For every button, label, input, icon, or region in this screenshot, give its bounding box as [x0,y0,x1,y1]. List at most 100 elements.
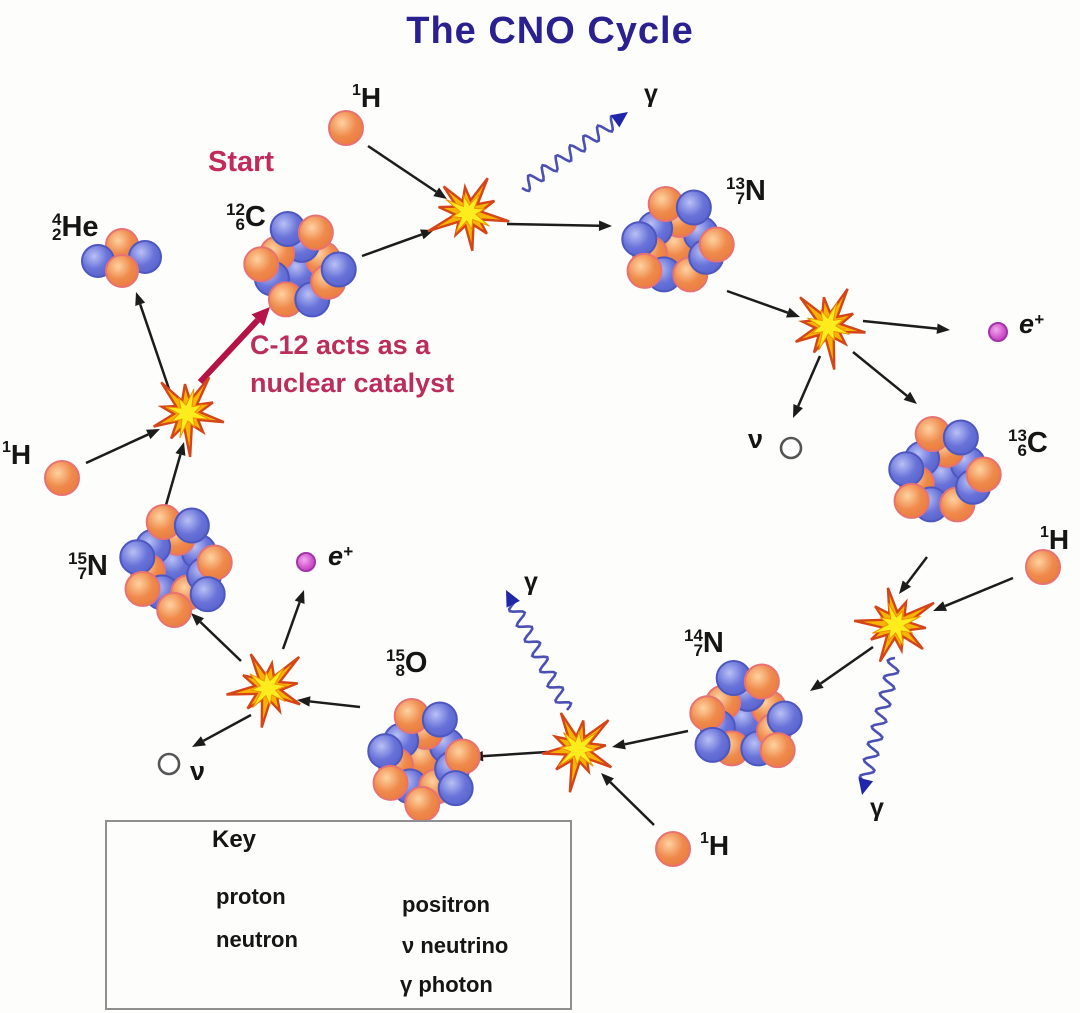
neutron-particle [621,221,658,258]
positron-particle [988,322,1008,342]
reaction-arrow-head [175,442,186,456]
reaction-arrow [624,729,689,746]
proton-particle [626,252,663,289]
reaction-arrow [202,713,252,742]
reaction-arrow [199,621,242,662]
reaction-arrow-head [810,679,824,691]
neutron-particle [888,451,925,488]
reaction-arrow-head [297,696,311,707]
gamma-photon-arrow-head [858,777,874,795]
neutron-particle [367,733,404,770]
reaction-arrow-head [135,292,146,306]
proton-particle [655,831,691,867]
legend-neutrino-label: ν neutrino [402,933,509,958]
element-symbol: O [404,646,428,679]
gamma-photon-arrow [521,114,615,193]
gamma-photon-arrow [507,601,573,711]
label-neutrino-right: ν [748,424,764,454]
reaction-arrow-head [933,601,948,611]
neutron-particle [173,507,210,544]
legend-neutron-label: neutron [216,927,298,952]
reaction-arrow-head [612,739,626,750]
collision-starburst-core [165,388,210,439]
legend-title: Key [212,826,257,853]
element-symbol: N [702,626,724,659]
collision-starburst-core [872,603,921,647]
neutron-particle [421,701,458,738]
proton-particle [698,226,735,263]
start-label: Start [208,146,275,178]
catalyst-arrow-head [251,307,270,326]
reaction-arrow-head [793,404,803,418]
reaction-arrow-head [294,590,305,604]
element-symbol: C [1026,426,1048,459]
neutron-particle [675,189,712,226]
proton-particle [759,732,796,769]
label-gamma-top: γ [644,80,658,108]
reaction-arrow-head [899,580,911,594]
proton-particle [328,110,364,146]
element-symbol: He [61,210,99,243]
reaction-arrow [819,645,874,685]
reaction-arrow-head [601,773,614,786]
label-gamma-right: γ [870,794,884,822]
reaction-arrow-head [146,429,160,440]
reaction-arrow [506,222,600,228]
reaction-arrow [609,781,655,826]
legend-proton-label: proton [216,884,286,909]
reaction-arrow [905,556,928,585]
neutrino-particle [157,752,181,776]
proton-particle [965,456,1002,493]
reaction-arrow-head [936,323,950,334]
gamma-photon-arrow [858,656,900,781]
legend-box [105,820,572,1010]
neutron-particle [119,539,156,576]
element-symbol: C [244,200,266,233]
page-title: The CNO Cycle [406,10,694,52]
neutron-particle [437,770,474,807]
label-positron-left: e+ [328,541,353,571]
neutron-particle [189,576,226,613]
reaction-arrow [85,433,149,465]
reaction-arrow-head [598,220,612,231]
collision-starburst-core [445,193,490,233]
reaction-arrow [726,289,789,314]
proton-particle [105,254,139,288]
catalyst-arrow [197,318,260,385]
proton-particle [743,663,780,700]
reaction-arrow [944,576,1014,608]
reaction-arrow [852,351,908,397]
collision-starburst-core [558,730,598,767]
legend-photon-label: γ photon [400,972,493,997]
reaction-arrow [482,750,548,758]
gamma-photon-arrow-head [506,590,520,608]
reaction-arrow-head [191,613,204,626]
reaction-arrow-head [420,229,434,240]
gamma-photon-arrow-head [610,112,628,128]
reaction-arrow-head [786,307,800,318]
reaction-arrow [139,303,171,390]
collision-starburst-core [249,667,288,709]
proton-particle [243,246,280,283]
reaction-arrow-head [903,391,917,404]
reaction-arrow [862,319,938,330]
proton-particle [372,764,409,801]
proton-particle [404,786,441,822]
proton-particle [297,214,334,251]
element-symbol: N [744,174,766,207]
neutron-particle [694,726,731,763]
